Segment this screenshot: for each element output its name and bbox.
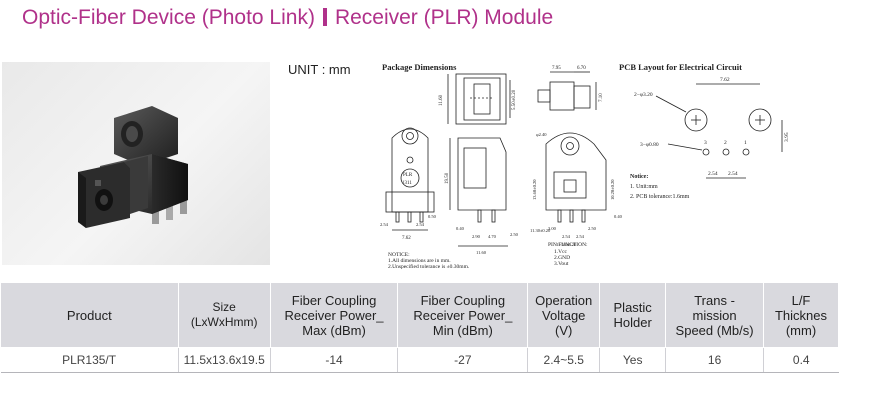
svg-text:PIN FUNCTION:: PIN FUNCTION: <box>548 242 588 248</box>
svg-text:11.30±0.20: 11.30±0.20 <box>530 228 551 233</box>
svg-text:2. PCB tolerance:1.6mm: 2. PCB tolerance:1.6mm <box>630 194 690 200</box>
front-view: PLR 1311 7.62 2.54 2.54 0.50 <box>380 127 437 241</box>
side-view: 7.95 6.70 7.10 <box>537 66 604 111</box>
table-cell: 0.4 <box>763 347 839 373</box>
table-cell: 11.5x13.6x19.5 <box>178 347 271 373</box>
svg-text:2.54: 2.54 <box>728 171 738 177</box>
pcb-mount-hole <box>748 108 772 132</box>
column-header: Product <box>0 282 179 348</box>
package-dimensions-title: Package Dimensions <box>382 62 457 72</box>
pin-function: PIN FUNCTION: 1.Vcc 2.GND 3.Vout <box>548 242 588 267</box>
svg-text:3−φ0.80: 3−φ0.80 <box>640 142 659 148</box>
svg-text:Notice:: Notice: <box>630 174 648 180</box>
svg-text:7.62: 7.62 <box>720 77 730 83</box>
column-header: Size (LxWxHmm) <box>177 282 271 348</box>
right-front-view: φ2.40 13.60±0.20 10.20±0.20 0.40 3.00 2.… <box>530 132 623 247</box>
middle-side-view: 19.50 11.60 0.40 2.90 4.70 2.50 <box>445 137 519 255</box>
svg-text:19.50: 19.50 <box>445 172 450 184</box>
table-cell: PLR135/T <box>0 347 179 373</box>
svg-text:7.62: 7.62 <box>402 236 411 241</box>
svg-text:1.All dimensions are in mm.: 1.All dimensions are in mm. <box>388 258 451 264</box>
svg-text:2.54: 2.54 <box>380 222 389 227</box>
title-device: Optic-Fiber Device (Photo Link) <box>22 6 315 29</box>
technical-drawing: Package Dimensions PCB Layout for Electr… <box>380 62 790 270</box>
svg-text:3.Vout: 3.Vout <box>554 261 569 267</box>
svg-text:3: 3 <box>704 140 707 146</box>
svg-text:10.20±0.20: 10.20±0.20 <box>610 179 615 200</box>
svg-text:2.54: 2.54 <box>576 234 585 239</box>
svg-text:PLR: PLR <box>403 173 413 178</box>
package-notice: NOTICE: 1.All dimensions are in mm. 2.Un… <box>388 252 470 270</box>
pcb-mount-hole <box>684 108 708 132</box>
svg-text:2.54: 2.54 <box>708 171 718 177</box>
svg-text:2.50: 2.50 <box>588 226 597 231</box>
svg-text:0.40: 0.40 <box>456 226 465 231</box>
svg-text:4.70: 4.70 <box>488 234 497 239</box>
svg-text:2: 2 <box>724 140 727 146</box>
svg-text:2.GND: 2.GND <box>554 255 570 261</box>
column-header: Trans - mission Speed (Mb/s) <box>665 282 764 348</box>
svg-text:2.90: 2.90 <box>472 234 481 239</box>
pcb-layout-title: PCB Layout for Electrical Circuit <box>619 62 742 72</box>
unit-label: UNIT : mm <box>288 62 351 77</box>
svg-text:2.Unspecified tolerance is ±0.: 2.Unspecified tolerance is ±0.30mm. <box>388 263 470 270</box>
pcb-notice: Notice: 1. Unit:mm 2. PCB tolerance:1.6m… <box>630 174 690 200</box>
column-header: Plastic Holder <box>599 282 667 348</box>
svg-text:1311: 1311 <box>402 181 412 186</box>
column-header: L/F Thicknes (mm) <box>763 282 839 348</box>
svg-text:7.95: 7.95 <box>552 66 561 71</box>
column-header: Fiber Coupling Receiver Power_ Min (dBm) <box>397 282 529 348</box>
pcb-pin-hole <box>702 148 710 156</box>
svg-text:2.54: 2.54 <box>416 222 425 227</box>
product-photo <box>2 62 270 265</box>
title-module: Receiver (PLR) Module <box>334 6 554 29</box>
top-view: 11.60 5.50±0.20 <box>439 73 517 125</box>
table-cell: -14 <box>270 347 399 373</box>
svg-text:0.40: 0.40 <box>614 214 623 219</box>
column-header: Fiber Coupling Receiver Power_ Max (dBm) <box>269 282 399 348</box>
svg-text:3.00: 3.00 <box>548 226 557 231</box>
title-separator <box>322 8 327 26</box>
svg-text:13.60±0.20: 13.60±0.20 <box>532 179 537 200</box>
svg-text:2−φ3.20: 2−φ3.20 <box>634 92 653 98</box>
pcb-layout: 7.62 2−φ3.20 3.95 3 2 1 3−φ0.80 2.54 2.5… <box>634 77 790 179</box>
svg-text:11.50±0.20: 11.50±0.20 <box>556 242 577 247</box>
svg-text:NOTICE:: NOTICE: <box>388 252 410 258</box>
column-header: Operation Voltage (V) <box>527 282 601 348</box>
svg-text:1: 1 <box>744 140 747 146</box>
table-cell: Yes <box>599 347 667 373</box>
pcb-pin-hole <box>722 148 730 156</box>
svg-text:7.10: 7.10 <box>599 93 604 102</box>
table-cell: 16 <box>665 347 764 373</box>
svg-text:0.50: 0.50 <box>428 214 437 219</box>
svg-text:11.60: 11.60 <box>439 94 444 106</box>
svg-text:1. Unit:mm: 1. Unit:mm <box>630 184 658 190</box>
table-cell: 2.4~5.5 <box>527 347 601 373</box>
svg-text:1.Vcc: 1.Vcc <box>554 249 568 255</box>
svg-text:5.50±0.20: 5.50±0.20 <box>512 89 517 110</box>
pcb-pin-hole <box>742 148 750 156</box>
svg-text:3.95: 3.95 <box>784 132 790 142</box>
page-title: Optic-Fiber Device (Photo Link) Receiver … <box>22 6 553 30</box>
svg-text:2.50: 2.50 <box>510 232 519 237</box>
svg-text:11.60: 11.60 <box>476 250 487 255</box>
svg-text:2.54: 2.54 <box>562 234 571 239</box>
svg-text:6.70: 6.70 <box>577 66 586 71</box>
table-cell: -27 <box>397 347 529 373</box>
svg-text:φ2.40: φ2.40 <box>536 132 547 137</box>
